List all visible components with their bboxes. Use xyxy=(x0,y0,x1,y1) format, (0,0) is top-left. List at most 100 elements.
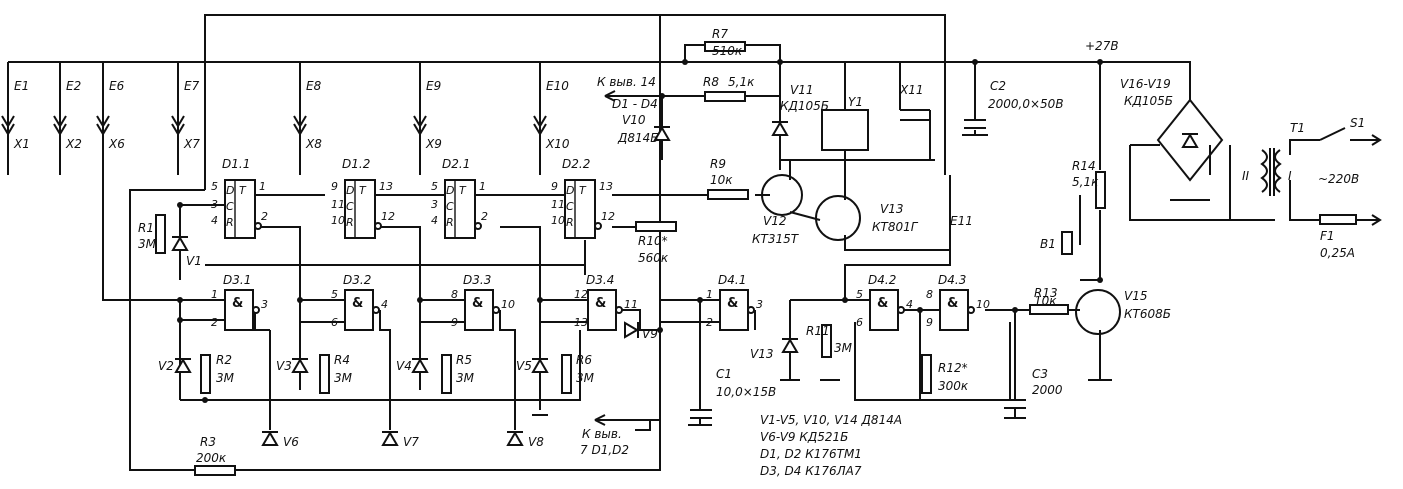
edge-label: E9 xyxy=(426,79,441,93)
svg-text:R8: R8 xyxy=(703,75,719,89)
svg-text:&: & xyxy=(232,296,243,311)
svg-text:10к: 10к xyxy=(710,173,733,187)
svg-text:R: R xyxy=(566,216,574,229)
trigger-id: D1.2 xyxy=(342,157,370,171)
svg-text:10: 10 xyxy=(331,214,345,227)
svg-text:6: 6 xyxy=(331,316,338,329)
svg-text:9: 9 xyxy=(551,180,558,193)
svg-text:V3: V3 xyxy=(276,359,292,373)
svg-text:2: 2 xyxy=(211,316,218,329)
gate-id: D4.1 xyxy=(718,273,746,287)
components xyxy=(155,41,1382,476)
svg-text:R4: R4 xyxy=(334,353,350,367)
svg-text:3М: 3М xyxy=(834,341,853,355)
svg-text:E11: E11 xyxy=(950,214,973,228)
svg-text:10: 10 xyxy=(551,214,565,227)
svg-text:11: 11 xyxy=(331,198,345,211)
resistor-r8 xyxy=(704,91,746,102)
svg-text:4: 4 xyxy=(906,298,913,311)
svg-text:300к: 300к xyxy=(938,379,969,393)
svg-text:КТ608Б: КТ608Б xyxy=(1124,307,1171,321)
svg-text:&: & xyxy=(727,296,738,311)
svg-text:V2: V2 xyxy=(158,359,174,373)
svg-text:3: 3 xyxy=(261,298,268,311)
ground-marks xyxy=(532,134,1210,426)
svg-text:V13: V13 xyxy=(880,202,903,216)
edge-pin-label: X6 xyxy=(108,137,125,151)
zener-v10 xyxy=(653,126,671,141)
zener-v13 xyxy=(781,338,799,353)
svg-text:S1: S1 xyxy=(1350,116,1365,130)
svg-text:13: 13 xyxy=(379,180,393,193)
svg-text:200к: 200к xyxy=(196,451,227,465)
svg-text:4: 4 xyxy=(381,298,388,311)
svg-text:10к: 10к xyxy=(1034,294,1057,308)
svg-text:C: C xyxy=(446,200,454,213)
svg-text:5: 5 xyxy=(331,288,338,301)
note-line: V1-V5, V10, V14 Д814А xyxy=(760,413,902,427)
svg-text:V6: V6 xyxy=(283,435,299,449)
edge-pin-label: X8 xyxy=(305,137,322,151)
resistor-r9 xyxy=(707,189,749,200)
svg-text:9: 9 xyxy=(331,180,338,193)
svg-text:R13: R13 xyxy=(1034,286,1058,300)
svg-text:R3: R3 xyxy=(200,435,216,449)
svg-text:1: 1 xyxy=(211,288,218,301)
svg-text:12: 12 xyxy=(381,210,395,223)
svg-text:X11: X11 xyxy=(899,83,924,97)
resistor-r5 xyxy=(441,354,452,394)
svg-text:4: 4 xyxy=(431,214,438,227)
gate-id: D3.3 xyxy=(463,273,491,287)
svg-text:R5: R5 xyxy=(456,353,472,367)
transistor-v12 xyxy=(761,174,803,216)
svg-text:8: 8 xyxy=(926,288,933,301)
svg-text:R2: R2 xyxy=(216,353,232,367)
capacitor-c1 xyxy=(690,409,712,425)
diode-v9 xyxy=(624,321,639,339)
trigger-boxes: D1.1DCRT53412D1.2DCRT911101312D2.1DCRT53… xyxy=(211,157,615,239)
trigger-id: D1.1 xyxy=(222,157,250,171)
trigger-id: D2.2 xyxy=(562,157,590,171)
relay-contact-x11 xyxy=(900,109,931,160)
svg-text:Y1: Y1 xyxy=(848,95,863,109)
resistor-r13 xyxy=(1029,304,1069,315)
svg-text:5,1к: 5,1к xyxy=(1072,175,1099,189)
svg-text:V12: V12 xyxy=(763,214,786,228)
svg-text:13: 13 xyxy=(574,316,588,329)
to-pin-14-label: К выв. 14 xyxy=(597,75,656,89)
svg-text:V1: V1 xyxy=(186,254,202,268)
edge-pin-label: X2 xyxy=(65,137,82,151)
svg-text:2000,0×50В: 2000,0×50В xyxy=(988,97,1064,111)
note-line: V6-V9 КД521Б xyxy=(760,430,848,444)
svg-text:V7: V7 xyxy=(403,435,419,449)
svg-text:C1: C1 xyxy=(716,367,732,381)
svg-text:0,25А: 0,25А xyxy=(1320,246,1355,260)
junctions xyxy=(177,59,1103,403)
svg-text:I: I xyxy=(1288,169,1292,183)
svg-text:T: T xyxy=(239,184,247,197)
svg-text:3: 3 xyxy=(211,198,218,211)
svg-text:R14: R14 xyxy=(1072,159,1096,173)
svg-text:12: 12 xyxy=(601,210,615,223)
gate-id: D3.4 xyxy=(586,273,614,287)
svg-text:2: 2 xyxy=(261,210,268,223)
svg-text:10: 10 xyxy=(976,298,990,311)
svg-text:R7: R7 xyxy=(712,27,728,41)
svg-text:&: & xyxy=(595,296,606,311)
relay-y1 xyxy=(821,109,869,151)
resistor-r10 xyxy=(635,221,677,232)
svg-text:5: 5 xyxy=(211,180,218,193)
gate-id: D4.2 xyxy=(868,273,896,287)
svg-text:V4: V4 xyxy=(396,359,412,373)
capacitor-c2 xyxy=(964,119,986,129)
svg-text:КД105Б: КД105Б xyxy=(1124,94,1173,108)
zener-v4 xyxy=(411,358,429,373)
resistor-r7 xyxy=(704,41,746,52)
